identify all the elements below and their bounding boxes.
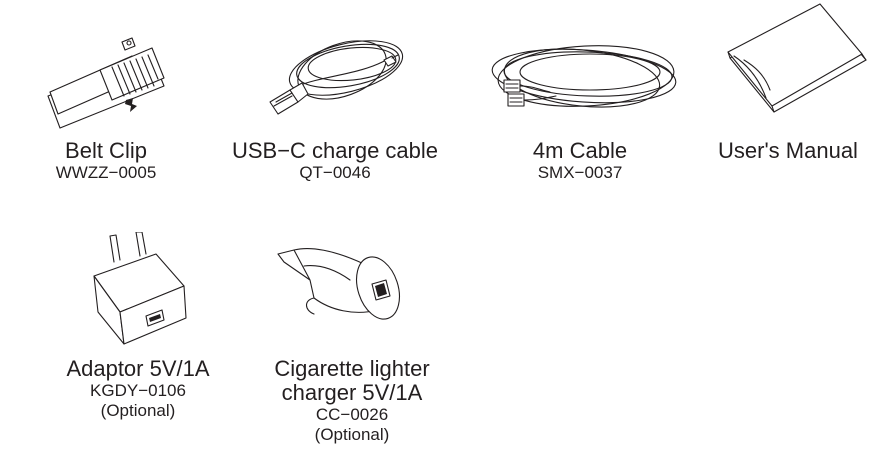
item-name: USB−C charge cable (231, 138, 439, 163)
item-name: User's Manual (718, 138, 858, 163)
belt-clip-icon (40, 34, 170, 129)
wall-adaptor-icon (80, 232, 192, 348)
item-code: QT−0046 (299, 163, 371, 182)
item-code: SMX−0037 (537, 163, 623, 182)
item-optional-note: (Optional) (314, 425, 390, 444)
item-optional-note: (Optional) (100, 401, 176, 420)
item-name: Adaptor 5V/1A (66, 356, 210, 381)
car-charger-icon (274, 240, 408, 340)
item-name: Belt Clip (65, 138, 147, 163)
item-name: 4m Cable (532, 138, 628, 163)
item-code: KGDY−0106 (90, 381, 186, 400)
item-name-line2: charger 5V/1A (281, 380, 423, 405)
manual-booklet-icon (724, 2, 874, 120)
item-code: WWZZ−0005 (55, 163, 157, 182)
usb-c-cable-icon (262, 22, 412, 120)
item-name-line1: Cigarette lighter (274, 356, 430, 381)
coiled-cable-icon (484, 40, 678, 120)
item-code: CC−0026 (315, 405, 389, 424)
